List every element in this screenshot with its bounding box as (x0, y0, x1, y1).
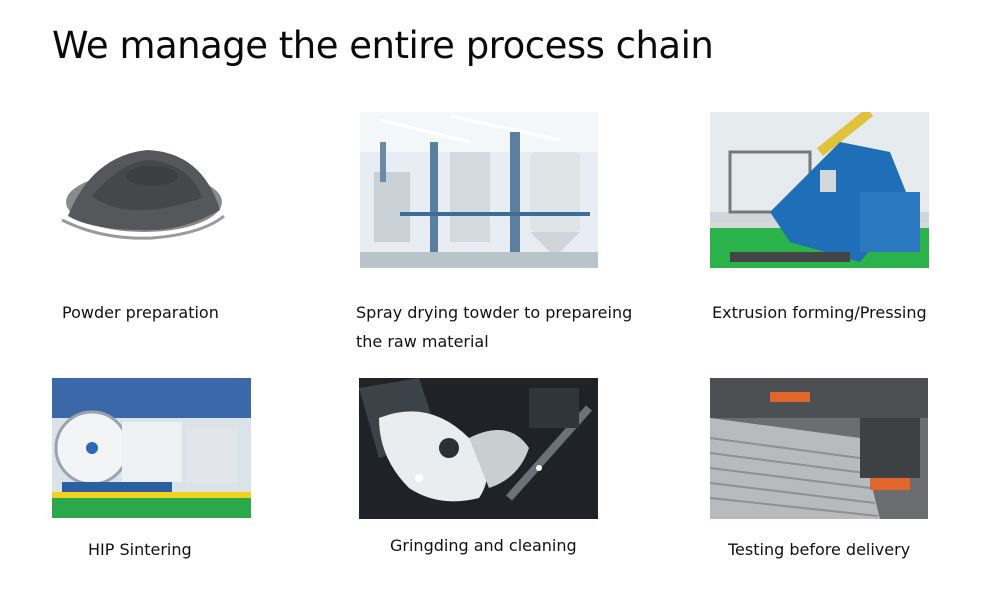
caption-spray-drying-line2: the raw material (356, 332, 489, 351)
page-title: We manage the entire process chain (52, 24, 714, 67)
grinding-coolant-photo (359, 378, 598, 519)
rod-inspection-photo (710, 378, 928, 519)
caption-testing-delivery: Testing before delivery (728, 540, 911, 559)
extrusion-press-photo (710, 112, 929, 268)
spray-drying-plant-photo (360, 112, 598, 268)
caption-spray-drying: Spray drying towder to prepareing the ra… (356, 298, 632, 356)
caption-grinding-cleaning: Gringding and cleaning (390, 536, 577, 555)
hip-sintering-furnace-photo (52, 378, 251, 518)
powder-pile-photo (52, 116, 230, 254)
caption-spray-drying-line1: Spray drying towder to prepareing (356, 303, 633, 322)
caption-powder-preparation: Powder preparation (62, 303, 219, 322)
caption-extrusion-forming: Extrusion forming/Pressing (712, 303, 927, 322)
caption-hip-sintering: HIP Sintering (88, 540, 192, 559)
